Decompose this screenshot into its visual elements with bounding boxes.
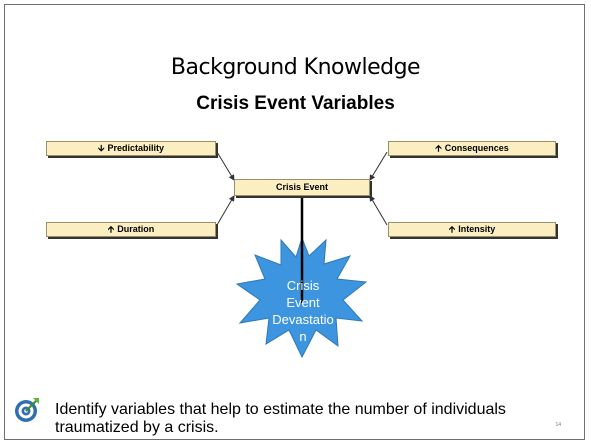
burst-label: Crisis Event Devastatio n bbox=[272, 278, 334, 344]
footer-text: Identify variables that help to estimate… bbox=[55, 401, 506, 436]
variable-predictability: 🡫 Predictability bbox=[46, 141, 216, 156]
arrow-up-icon: 🡩 bbox=[107, 224, 115, 234]
arrow-up-icon: 🡩 bbox=[448, 224, 456, 234]
crisis-event-box: Crisis Event bbox=[234, 179, 370, 196]
variable-intensity: 🡩 Intensity bbox=[388, 222, 556, 237]
variable-label: Duration bbox=[117, 224, 155, 234]
variable-consequences: 🡩 Consequences bbox=[388, 141, 556, 156]
variable-duration: 🡩 Duration bbox=[46, 222, 216, 237]
variable-label: Intensity bbox=[458, 224, 496, 234]
arrow-up-icon: 🡩 bbox=[435, 143, 442, 153]
target-arrow-icon bbox=[15, 398, 39, 422]
page-number: 14 bbox=[555, 422, 561, 428]
slide-subtitle: Crisis Event Variables bbox=[196, 93, 395, 114]
variable-label: Predictability bbox=[107, 143, 164, 153]
arrow-down-icon: 🡫 bbox=[98, 143, 105, 153]
variable-label: Consequences bbox=[444, 143, 509, 153]
crisis-event-label: Crisis Event bbox=[275, 182, 329, 192]
slide-title: Background Knowledge bbox=[170, 55, 421, 80]
